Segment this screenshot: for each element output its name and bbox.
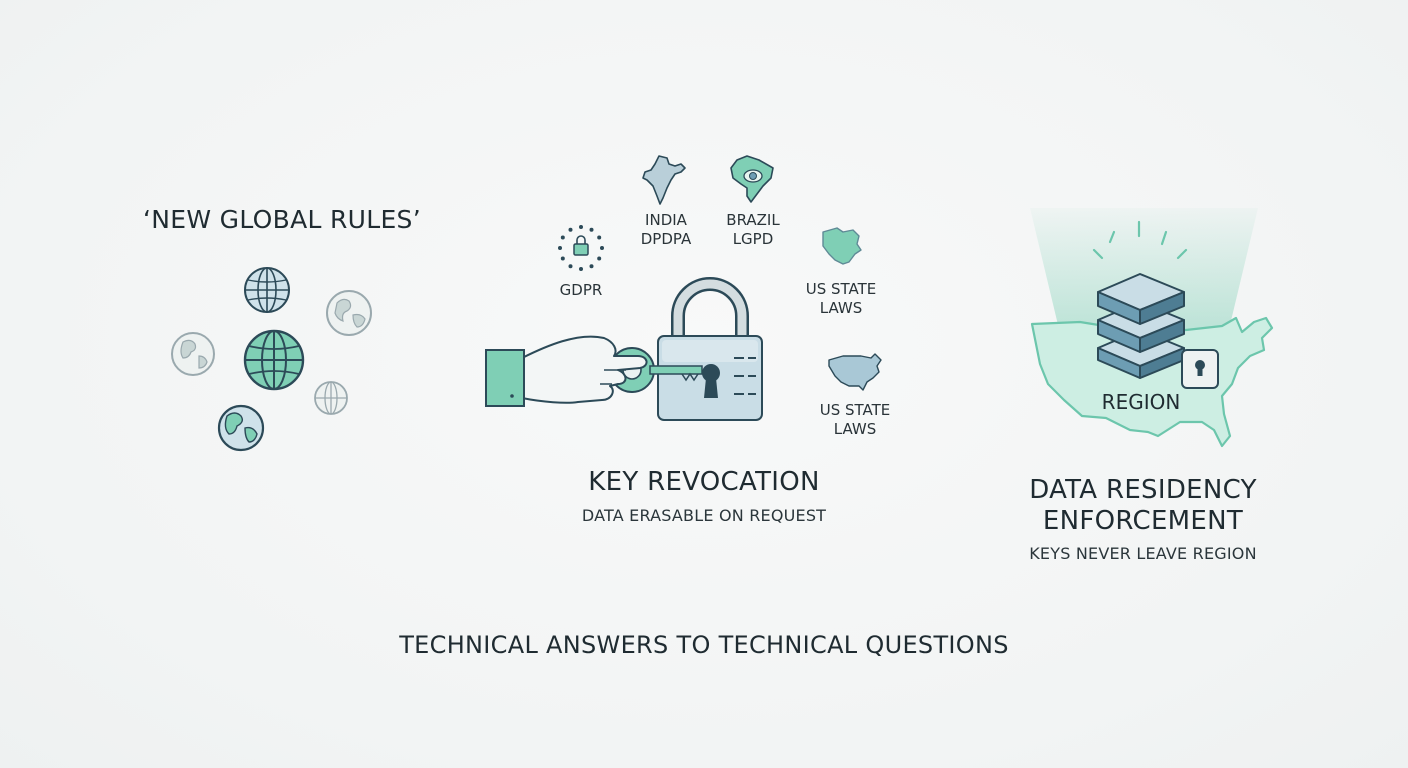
region-label: REGION xyxy=(1101,390,1181,414)
key-revocation-title: KEY REVOCATION xyxy=(588,467,820,497)
key-revocation-illustration xyxy=(485,277,763,421)
india-dpdpa-label: INDIA DPDPA xyxy=(640,211,692,248)
us-map-icon xyxy=(822,227,862,265)
globe-cluster xyxy=(171,267,372,452)
hand-icon xyxy=(485,335,648,407)
globe-icon xyxy=(326,290,372,336)
key-revocation-subtitle: DATA ERASABLE ON REQUEST xyxy=(581,506,827,525)
globe-icon xyxy=(171,332,215,376)
us-state-laws-label: US STATE LAWS xyxy=(805,280,877,317)
data-residency-illustration xyxy=(1030,208,1274,448)
brazil-lgpd-label: BRAZIL LGPD xyxy=(726,211,780,248)
globe-icon xyxy=(217,404,265,452)
brazil-map-icon xyxy=(730,155,774,203)
eu-stars-icon xyxy=(558,225,604,271)
globe-icon xyxy=(314,381,348,415)
gdpr-label: GDPR xyxy=(559,281,603,299)
india-map-icon xyxy=(642,155,686,205)
footer-tagline: TECHNICAL ANSWERS TO TECHNICAL QUESTIONS xyxy=(399,631,1009,659)
lock-icon xyxy=(1181,349,1219,389)
data-residency-subtitle: KEYS NEVER LEAVE REGION xyxy=(1029,544,1257,563)
globe-icon xyxy=(244,267,290,313)
global-rules-title: ‘NEW GLOBAL RULES’ xyxy=(143,205,421,234)
globe-icon xyxy=(243,329,305,391)
us-map-icon xyxy=(828,353,882,391)
server-stack-icon xyxy=(1097,273,1185,379)
us-state-laws-label-2: US STATE LAWS xyxy=(819,401,891,438)
padlock-icon xyxy=(657,277,763,421)
data-residency-title: DATA RESIDENCY ENFORCEMENT xyxy=(1029,475,1257,536)
